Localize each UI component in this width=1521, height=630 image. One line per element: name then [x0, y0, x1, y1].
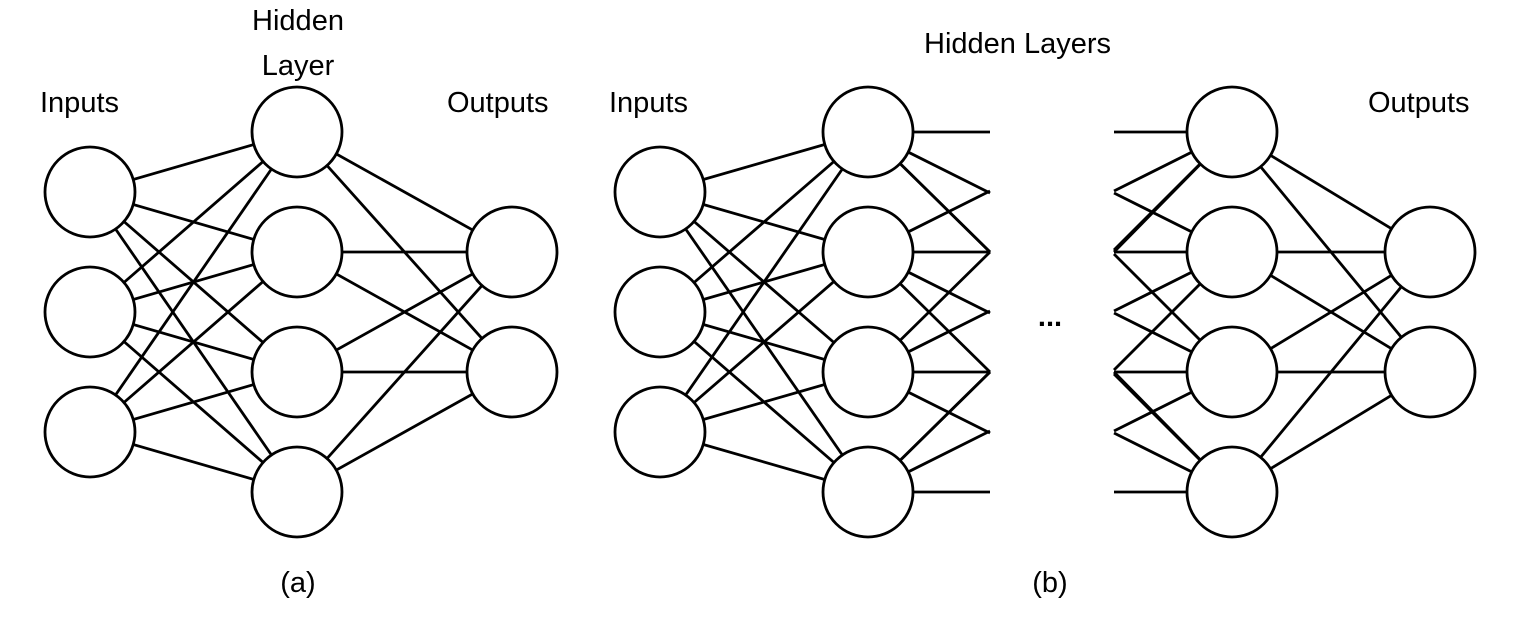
panel-a-caption: (a): [280, 567, 316, 599]
panel-b-inputs-label: Inputs: [609, 87, 688, 119]
panel-a-hidden-node: [250, 205, 344, 299]
panel-b-hidden-node: [821, 325, 915, 419]
panel-b-hidden-node: [1185, 85, 1279, 179]
panel-b-outputs-label: Outputs: [1368, 87, 1470, 119]
panel-b-hidden-node: [1185, 205, 1279, 299]
panel-a-input-node: [43, 145, 137, 239]
edges-group: [88, 130, 1432, 494]
panel-b-edge: [658, 131, 870, 433]
panel-b-ellipsis: ...: [1037, 301, 1063, 333]
panel-b-input-node: [613, 385, 707, 479]
panel-a-hidden-node: [250, 85, 344, 179]
panel-b-caption: (b): [1032, 567, 1068, 599]
panel-b-edge: [1230, 251, 1432, 493]
panel-b-input-node: [613, 265, 707, 359]
panel-a-hidden-node: [250, 325, 344, 419]
panel-a-hidden-node: [250, 445, 344, 539]
panel-b-input-node: [613, 145, 707, 239]
panel-b-hidden-node: [1185, 325, 1279, 419]
panel-b-hidden-label: Hidden Layers: [924, 28, 1111, 60]
panel-a-hidden-label-line1: Hidden: [252, 5, 344, 37]
panel-a-output-node: [465, 325, 559, 419]
panel-a-output-node: [465, 205, 559, 299]
panel-a-hidden-label-line2: Layer: [261, 50, 335, 82]
panel-b-output-node: [1383, 325, 1477, 419]
panel-b-hidden-node: [821, 205, 915, 299]
panel-a-input-node: [43, 385, 137, 479]
panel-a-inputs-label: Inputs: [40, 87, 119, 119]
panel-b-hidden-node: [821, 445, 915, 539]
panel-a-input-node: [43, 265, 137, 359]
panel-a-edge: [88, 131, 299, 433]
panel-a-edge: [295, 251, 514, 493]
panel-b-output-node: [1383, 205, 1477, 299]
panel-b-hidden-node: [1185, 445, 1279, 539]
panel-a-outputs-label: Outputs: [447, 87, 549, 119]
nodes-group: [43, 85, 1477, 539]
panel-b-hidden-node: [821, 85, 915, 179]
